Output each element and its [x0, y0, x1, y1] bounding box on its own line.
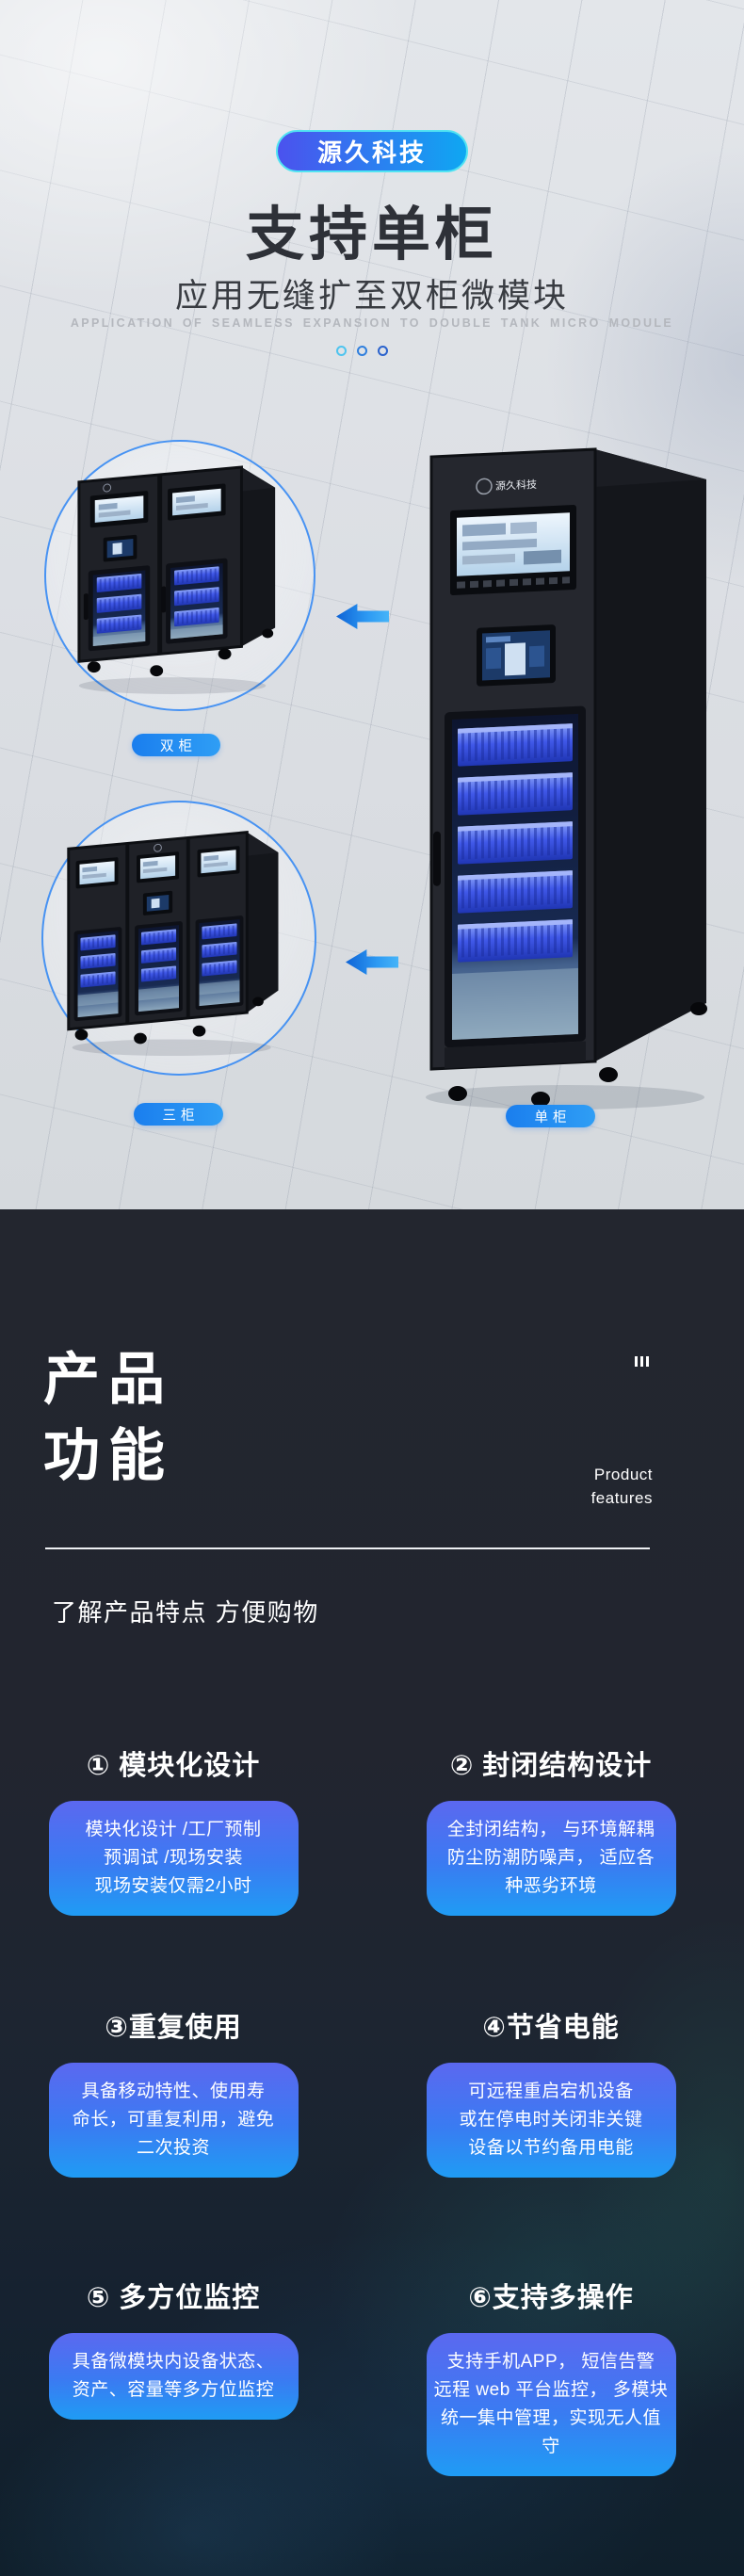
triple-cabinet-image — [67, 831, 279, 1057]
feature-reusable: ③重复使用 具备移动特性、使用寿 命长，可重复利用，避免 二次投资 — [32, 2012, 315, 2178]
hero-subtitle-en: APPLICATION OF SEAMLESS EXPANSION TO DOU… — [70, 316, 674, 330]
triple-cabinet-highlight-circle — [41, 801, 316, 1076]
feature-card: 支持手机APP， 短信告警 远程 web 平台监控， 多模块 统一集中管理，实现… — [426, 2333, 676, 2476]
feature-multi-operation: ⑥支持多操作 支持手机APP， 短信告警 远程 web 平台监控， 多模块 统一… — [410, 2282, 692, 2476]
feature-title: ⑤ 多方位监控 — [86, 2283, 261, 2313]
double-cabinet-highlight-circle — [44, 440, 315, 711]
feature-card: 模块化设计 /工厂预制 预调试 /现场安装 现场安装仅需2小时 — [48, 1801, 299, 1916]
feature-title: ④节省电能 — [482, 2013, 620, 2043]
section-heading-en: Product features — [590, 1466, 653, 1507]
label-double-cabinet-text: 双柜 — [160, 738, 197, 754]
carousel-dot — [357, 346, 367, 356]
feature-title: ① 模块化设计 — [86, 1751, 261, 1781]
brand-badge: 源久科技 — [275, 130, 469, 172]
label-triple-cabinet: 三柜 — [134, 1103, 223, 1126]
feature-card: 全封闭结构， 与环境解耦 防尘防潮防噪声， 适应各 种恶劣环境 — [426, 1801, 676, 1916]
section-divider — [45, 1547, 650, 1549]
feature-title: ② 封闭结构设计 — [449, 1751, 653, 1781]
label-double-cabinet: 双柜 — [132, 734, 220, 756]
feature-card: 可远程重启宕机设备 或在停电时关闭非关键 设备以节约备用电能 — [426, 2063, 676, 2178]
feature-energy-saving: ④节省电能 可远程重启宕机设备 或在停电时关闭非关键 设备以节约备用电能 — [410, 2012, 692, 2178]
hero-title: 支持单柜 — [245, 203, 498, 267]
feature-multi-monitoring: ⑤ 多方位监控 具备微模块内设备状态、 资产、容量等多方位监控 — [32, 2282, 315, 2420]
section-heading: 产品 功能 — [43, 1348, 173, 1487]
feature-title: ⑥支持多操作 — [468, 2283, 634, 2313]
carousel-dots — [336, 346, 388, 356]
feature-closed-structure: ② 封闭结构设计 全封闭结构， 与环境解耦 防尘防潮防噪声， 适应各 种恶劣环境 — [410, 1750, 692, 1916]
section-intro: 了解产品特点 方便购物 — [52, 1598, 319, 1627]
feature-card: 具备移动特性、使用寿 命长，可重复利用，避免 二次投资 — [48, 2063, 299, 2178]
feature-title: ③重复使用 — [105, 2013, 242, 2043]
cabinet-logo-text: 源久科技 — [495, 478, 537, 493]
left-arrow-icon — [336, 604, 389, 629]
carousel-dot — [378, 346, 388, 356]
label-single-cabinet: 单柜 — [506, 1105, 595, 1127]
label-triple-cabinet-text: 三柜 — [162, 1108, 200, 1124]
triple-bar-icon — [635, 1356, 649, 1367]
feature-card: 具备微模块内设备状态、 资产、容量等多方位监控 — [48, 2333, 299, 2420]
single-cabinet-image: 源久科技 — [426, 447, 707, 1110]
left-arrow-icon — [346, 949, 398, 975]
hero-section: 源久科技 支持单柜 应用无缝扩至双柜微模块 APPLICATION OF SEA… — [0, 0, 744, 1209]
label-single-cabinet-text: 单柜 — [534, 1110, 572, 1126]
hero-subtitle: 应用无缝扩至双柜微模块 — [174, 278, 569, 315]
product-features-section: 产品 功能 Product features 了解产品特点 方便购物 ① 模块化… — [0, 1209, 744, 2576]
carousel-dot — [336, 346, 347, 356]
double-cabinet-image — [77, 465, 276, 694]
brand-badge-label: 源久科技 — [316, 138, 428, 167]
feature-modular-design: ① 模块化设计 模块化设计 /工厂预制 预调试 /现场安装 现场安装仅需2小时 — [32, 1750, 315, 1916]
